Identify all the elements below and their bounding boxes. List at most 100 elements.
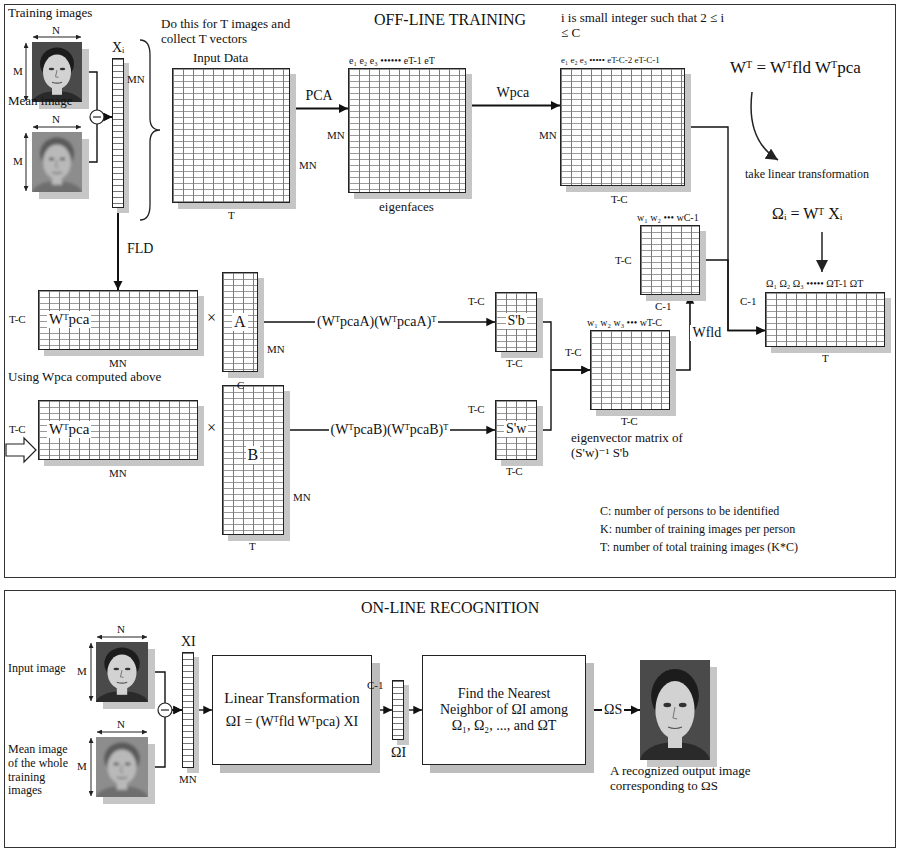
connector bbox=[404, 706, 422, 714]
arrow-head bbox=[103, 113, 112, 121]
process-box: Find the Nearest Neighbor of ΩI among Ω₁… bbox=[422, 655, 586, 765]
node-text: MN bbox=[109, 357, 127, 370]
node-text: Input image bbox=[8, 662, 66, 676]
node-text: MN bbox=[299, 159, 317, 172]
matrix-block: Ω₁ Ω₂ Ω₃ ••••• ΩT-1 ΩTC-1T bbox=[765, 292, 885, 347]
edge-label: Wpca bbox=[495, 85, 532, 101]
face-image: Training images bbox=[32, 42, 82, 102]
node-text: MN bbox=[293, 491, 311, 504]
face-illustration bbox=[32, 132, 82, 192]
connector bbox=[537, 366, 590, 430]
matrix-block: w₁ w₂ ••• wC-1T-CC-1 bbox=[640, 225, 700, 295]
connector-line bbox=[537, 370, 590, 430]
node-text: w₁ w₂ ••• wC-1 bbox=[637, 212, 699, 224]
node-text: ΩI = (Wᵀfld Wᵀpca) XI bbox=[226, 714, 358, 730]
node-text: Training images bbox=[8, 6, 92, 21]
edge-label: FLD bbox=[125, 241, 155, 257]
node-text: Xᵢ bbox=[112, 40, 124, 56]
matrix-block: i is small integer such that 2 ≤ i ≤ Ce₁… bbox=[560, 68, 685, 186]
node-text: ON-LINE RECOGNITION bbox=[361, 599, 539, 617]
column-vector: C-1ΩI bbox=[392, 680, 404, 740]
arrow-head bbox=[173, 706, 182, 714]
node-text: MN bbox=[109, 467, 127, 480]
process-box: Linear TransformationΩI = (Wᵀfld Wᵀpca) … bbox=[212, 655, 372, 765]
arrow-head bbox=[114, 281, 123, 290]
node-text: T-C bbox=[9, 313, 26, 326]
node-text: OFF-LINE TRAINING bbox=[374, 11, 526, 29]
node-text: Find the Nearest Neighbor of ΩI among Ω₁… bbox=[432, 686, 576, 734]
node-text: e₁ e₂ e₃ •••••• eT-1 eT bbox=[349, 55, 435, 67]
edge-label: (WᵀpcaA)(WᵀpcaA)ᵀ bbox=[315, 314, 438, 330]
node-text: T-C bbox=[565, 346, 582, 359]
matrix-block: S'wT-CT-C bbox=[495, 400, 537, 460]
node-text: T bbox=[822, 352, 829, 365]
connector-line bbox=[537, 322, 590, 370]
arrow-head bbox=[339, 104, 348, 113]
node-text: eigenvector matrix of (S'w)⁻¹ S'b bbox=[571, 431, 701, 461]
node-text: T-C bbox=[615, 254, 632, 267]
free-label: N bbox=[52, 24, 60, 37]
node-text: MN bbox=[327, 129, 345, 142]
node-text: T-C bbox=[468, 403, 485, 416]
matrix-block: S'bT-CT-C bbox=[495, 292, 537, 352]
free-label: × bbox=[207, 309, 216, 327]
free-label: N bbox=[117, 623, 125, 636]
section-panel: ON-LINE RECOGNITION Input imageMean image… bbox=[4, 590, 896, 848]
matrix-block: e₁ e₂ e₃ •••••• eT-1 eTMNeigenfaces bbox=[348, 68, 466, 193]
curved-arrow bbox=[751, 92, 778, 160]
matrix-block: BMNT bbox=[222, 385, 284, 535]
matrix-block: WᵀpcaT-CMN bbox=[38, 400, 198, 460]
matrix-block: AMNC bbox=[222, 272, 258, 372]
connector bbox=[466, 101, 560, 110]
connector-line bbox=[117, 208, 119, 290]
face-image: Mean image of the whole training images bbox=[96, 737, 148, 797]
connector bbox=[290, 104, 348, 113]
free-label: M bbox=[77, 665, 87, 678]
connector bbox=[537, 322, 590, 374]
face-image: A recognized output image corresponding … bbox=[640, 660, 710, 760]
node-text: T bbox=[249, 540, 256, 553]
arrow-head bbox=[203, 706, 212, 714]
node-text: T-C bbox=[621, 415, 638, 428]
arrow-head bbox=[581, 366, 590, 374]
node-text: MN bbox=[127, 73, 145, 86]
edge-label: Wfld bbox=[690, 325, 723, 341]
connector bbox=[372, 706, 392, 714]
node-text: Mean image bbox=[8, 94, 73, 109]
connector-line bbox=[466, 105, 560, 107]
section-panel: OFF-LINE TRAININGTraining imagesMean ima… bbox=[4, 4, 896, 578]
node-text: B bbox=[246, 446, 261, 464]
edge-label: (WᵀpcaB)(WᵀpcaB)ᵀ bbox=[329, 422, 451, 438]
arrow-head bbox=[413, 706, 422, 714]
free-label: C: number of persons to be identified bbox=[600, 505, 779, 519]
node-text: Mean image of the whole training images bbox=[8, 743, 80, 798]
arrow-head bbox=[383, 706, 392, 714]
node-text: T-C bbox=[611, 193, 628, 206]
node-text: Input Data bbox=[193, 51, 248, 66]
free-label: Using Wpca computed above bbox=[8, 370, 161, 385]
node-text: Ω₁ Ω₂ Ω₃ ••••• ΩT-1 ΩT bbox=[766, 278, 863, 290]
free-label: × bbox=[207, 419, 216, 437]
free-label: K: number of training images per person bbox=[600, 523, 795, 537]
node-text: T-C bbox=[468, 295, 485, 308]
node-text: A recognized output image corresponding … bbox=[610, 764, 790, 794]
node-text: ΩI bbox=[391, 745, 406, 761]
connector bbox=[114, 208, 123, 290]
node-text: Wᵀpca bbox=[47, 311, 91, 328]
node-text: C-1 bbox=[655, 300, 672, 313]
column-vector: XIMN bbox=[182, 652, 194, 768]
free-label: M bbox=[77, 760, 87, 773]
arrow-head bbox=[486, 426, 495, 434]
node-text: eigenfaces bbox=[379, 200, 434, 215]
node-text: MN bbox=[539, 129, 557, 142]
column-vector: XᵢMN bbox=[112, 58, 124, 208]
node-text: T bbox=[228, 209, 235, 222]
free-label: N bbox=[117, 718, 125, 731]
arrow-head bbox=[103, 113, 112, 121]
face-image: Mean image bbox=[32, 132, 82, 192]
arrow-head bbox=[486, 318, 495, 326]
node-text: MN bbox=[179, 773, 197, 786]
connector bbox=[700, 260, 765, 335]
edge-label: ΩS bbox=[602, 702, 624, 718]
